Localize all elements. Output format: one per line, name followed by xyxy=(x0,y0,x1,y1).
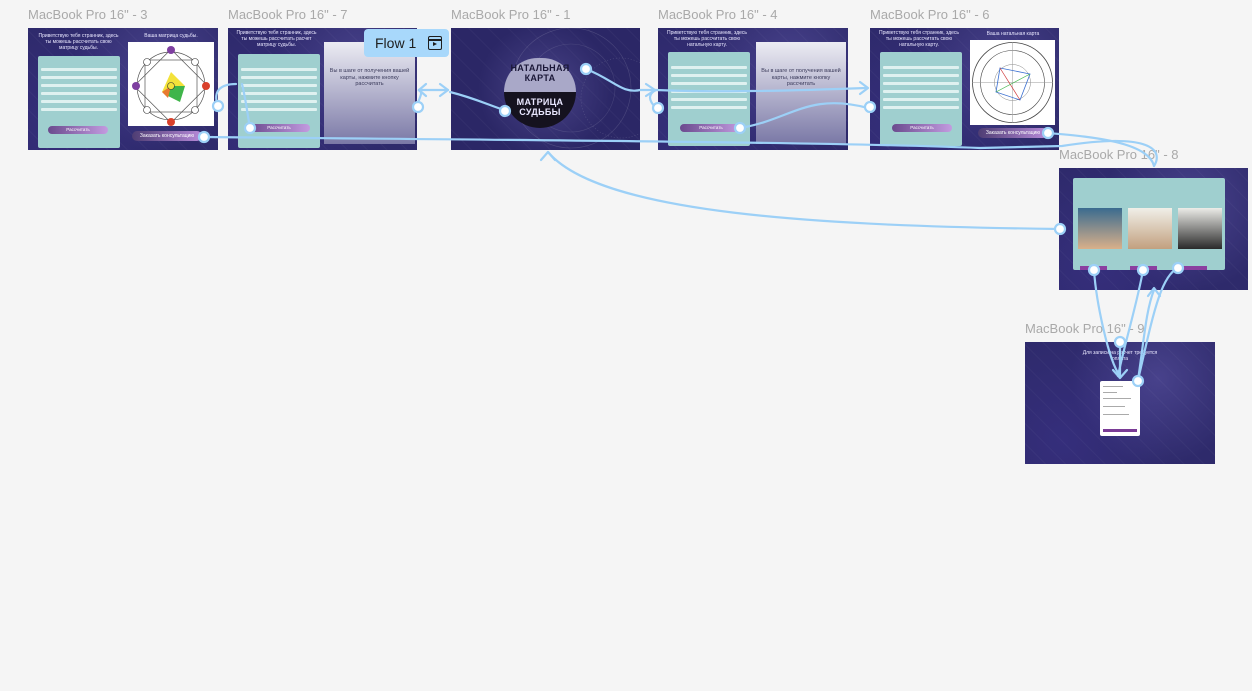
expert-photo-3 xyxy=(1178,208,1222,249)
natal-chart-label[interactable]: НАТАЛЬНАЯ КАРТА xyxy=(510,63,570,83)
result-placeholder: Вы в шаге от получения вашей карты, нажм… xyxy=(324,42,415,144)
destiny-matrix-label[interactable]: МАТРИЦА СУДЬБЫ xyxy=(516,97,564,117)
frame-title-4[interactable]: MacBook Pro 16" - 4 xyxy=(658,7,778,22)
chart-heading: Ваша натальная карта xyxy=(986,31,1040,37)
frame-title-3[interactable]: MacBook Pro 16" - 3 xyxy=(28,7,148,22)
expert-photo-2 xyxy=(1128,208,1172,249)
result-placeholder: Вы в шаге от получения вашей карты, нажм… xyxy=(756,42,846,144)
calculate-button[interactable]: Рассчитать xyxy=(248,124,310,132)
calculate-button[interactable]: Рассчитать xyxy=(892,124,952,132)
flow-starting-point[interactable]: Flow 1 xyxy=(364,29,449,57)
frame-title-9[interactable]: MacBook Pro 16" - 9 xyxy=(1025,321,1145,336)
frame-title-1[interactable]: MacBook Pro 16" - 1 xyxy=(451,7,571,22)
greeting-text: Приветствую тебя странник, здесь ты може… xyxy=(38,33,119,51)
frame-7[interactable]: Приветствую тебя странник, здесь ты може… xyxy=(228,28,417,150)
order-consultation-button[interactable]: Заказать консультацию xyxy=(978,128,1048,138)
payment-form[interactable] xyxy=(1100,381,1140,436)
calculate-button[interactable]: Рассчитать xyxy=(48,126,108,134)
greeting-text: Приветствую тебя странник, здесь ты може… xyxy=(236,30,317,48)
greeting-text: Приветствую тебя странник, здесь ты може… xyxy=(878,30,960,48)
destiny-matrix-chart xyxy=(128,42,214,126)
pay-button[interactable] xyxy=(1103,429,1137,432)
play-frame-icon[interactable] xyxy=(428,36,442,50)
frame-3[interactable]: Приветствую тебя странник, здесь ты може… xyxy=(28,28,218,150)
chart-heading: Ваша матрица судьбы. xyxy=(144,33,198,39)
flow-label: Flow 1 xyxy=(375,35,417,51)
hint-text: Вы в шаге от получения вашей карты, нажм… xyxy=(761,68,841,87)
natal-chart-wheel xyxy=(970,40,1055,125)
expert-select-button-3[interactable] xyxy=(1180,266,1207,270)
frame-title-7[interactable]: MacBook Pro 16" - 7 xyxy=(228,7,348,22)
calculate-button[interactable]: Рассчитать xyxy=(680,124,742,132)
hint-text: Вы в шаге от получения вашей карты, нажм… xyxy=(329,68,410,87)
frame-title-6[interactable]: MacBook Pro 16" - 6 xyxy=(870,7,990,22)
frame-6[interactable]: Приветствую тебя странник, здесь ты може… xyxy=(870,28,1059,150)
expert-photo-1 xyxy=(1078,208,1122,249)
greeting-text: Приветствую тебя странник, здесь ты може… xyxy=(666,30,748,48)
order-consultation-button[interactable]: Заказать консультацию xyxy=(132,131,202,141)
